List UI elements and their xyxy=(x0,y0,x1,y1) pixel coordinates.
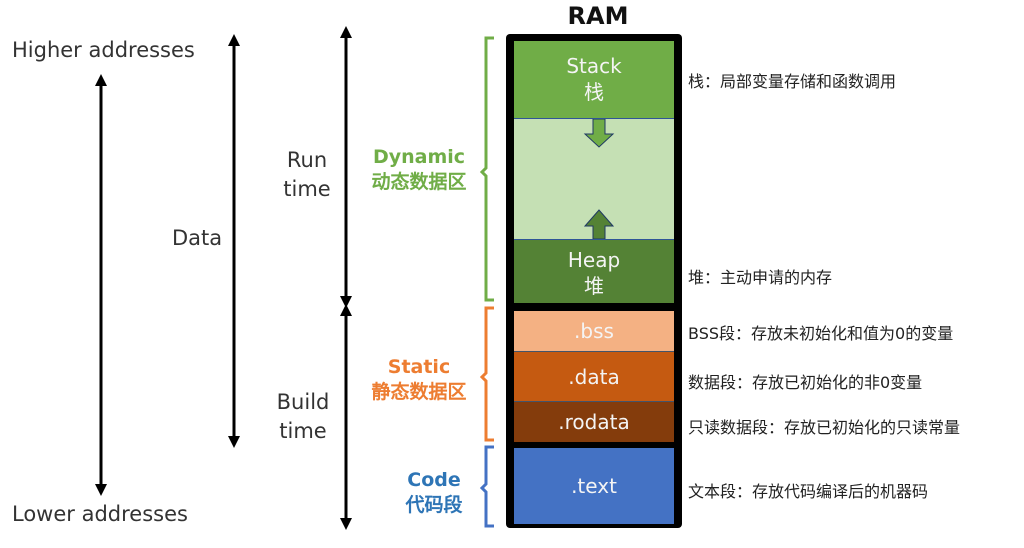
stack-grow-down-icon xyxy=(583,119,615,148)
region-name-en: Code xyxy=(407,469,461,491)
region-name-en: Static xyxy=(387,356,451,378)
code-region-label: Code 代码段 xyxy=(386,468,482,518)
region-name-en: Dynamic xyxy=(372,146,466,168)
region-name-zh: 动态数据区 xyxy=(371,171,467,193)
segment-label-zh: 栈 xyxy=(584,80,604,104)
lower-addresses-label: Lower addresses xyxy=(12,502,188,526)
text-description: 文本段：存放代码编译后的机器码 xyxy=(688,482,929,501)
segment-rodata: .rodata xyxy=(514,402,674,442)
data-description: 数据段：存放已初始化的非0变量 xyxy=(688,373,923,392)
run-time-line-2: time xyxy=(283,177,331,201)
static-region-label: Static 静态数据区 xyxy=(356,355,482,405)
segment-stack: Stack 栈 xyxy=(514,41,674,119)
run-time-label: Run time xyxy=(276,146,338,204)
static-brace xyxy=(479,306,494,442)
build-time-line-1: Build xyxy=(276,390,330,414)
higher-addresses-label: Higher addresses xyxy=(12,38,195,62)
ram-title: RAM xyxy=(567,2,629,30)
segment-label-zh: 堆 xyxy=(584,274,604,298)
heap-grow-up-icon xyxy=(583,209,615,239)
segment-free-space xyxy=(514,119,674,239)
heap-description: 堆：主动申请的内存 xyxy=(688,268,833,287)
region-name-zh: 代码段 xyxy=(405,494,463,516)
bss-description: BSS段：存放未初始化和值为0的变量 xyxy=(688,324,954,343)
segment-label: .data xyxy=(568,365,620,389)
segment-label: Heap xyxy=(567,248,621,272)
segment-data: .data xyxy=(514,352,674,402)
segment-label: .rodata xyxy=(558,410,630,434)
segment-label: Stack xyxy=(566,54,622,78)
segment-label: .text xyxy=(571,474,617,498)
stack-description: 栈：局部变量存储和函数调用 xyxy=(688,72,897,91)
dynamic-region-label: Dynamic 动态数据区 xyxy=(356,145,482,195)
run-time-line-1: Run xyxy=(286,148,328,172)
segment-text: .text xyxy=(514,448,674,524)
code-brace xyxy=(479,445,494,528)
region-name-zh: 静态数据区 xyxy=(371,381,467,403)
ram-block: Stack 栈 Heap 堆 .bss .data .rodata .text xyxy=(506,34,682,528)
rodata-description: 只读数据段：存放已初始化的只读常量 xyxy=(688,418,961,437)
build-time-line-2: time xyxy=(279,419,327,443)
dynamic-brace xyxy=(479,36,494,302)
build-time-label: Build time xyxy=(270,388,336,446)
segment-heap: Heap 堆 xyxy=(514,239,674,303)
segment-bss: .bss xyxy=(514,311,674,352)
segment-label: .bss xyxy=(574,319,614,343)
data-label: Data xyxy=(172,226,223,250)
